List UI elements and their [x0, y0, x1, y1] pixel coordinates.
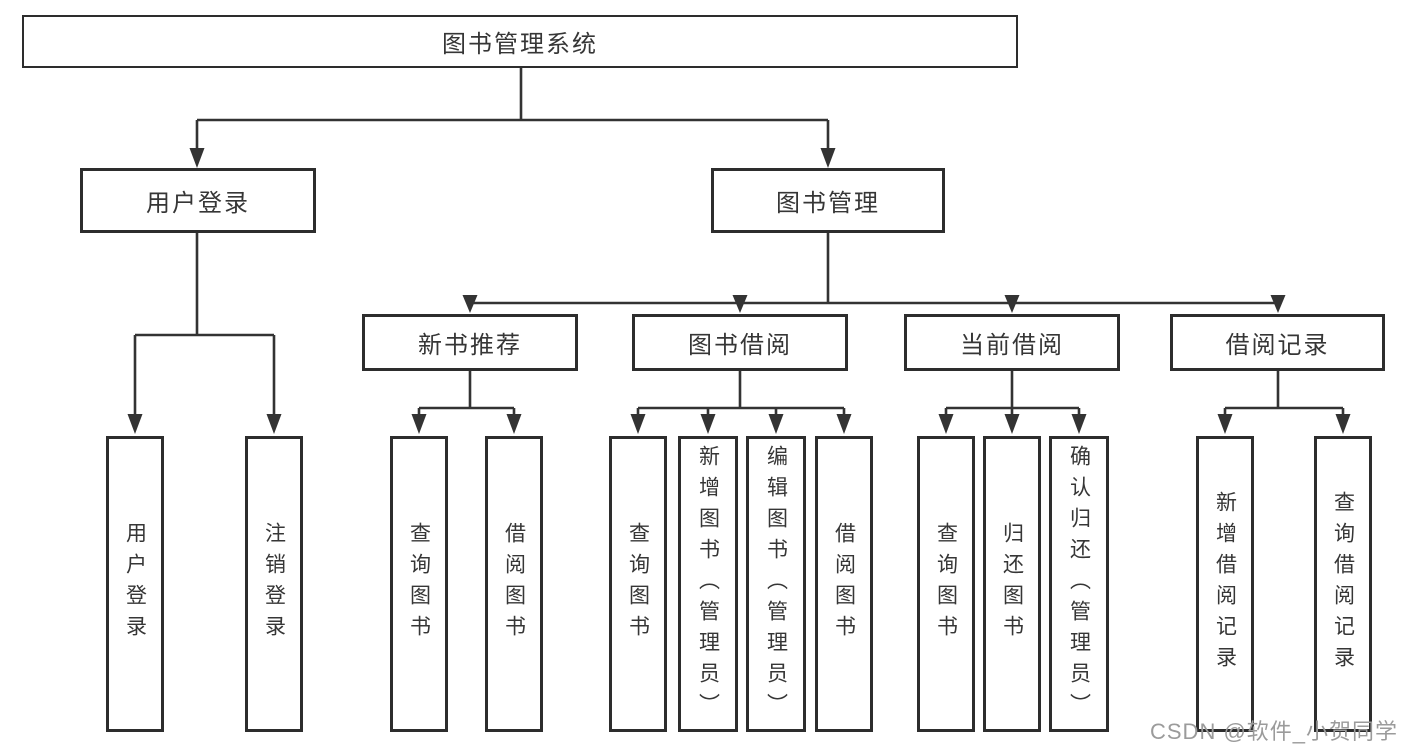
arrow-down-icon	[411, 414, 427, 434]
leaf-user-login: 用户登录	[106, 436, 164, 732]
arrow-down-icon	[266, 414, 282, 434]
node-library-management-system: 图书管理系统	[22, 15, 1018, 68]
leaf-return-books: 归还图书	[983, 436, 1041, 732]
watermark: CSDN @软件_小贺同学	[1150, 719, 1399, 744]
connector-root-to-level2	[195, 68, 830, 150]
node-label: 归还图书	[1000, 522, 1024, 646]
leaf-borrow-query-books: 查询图书	[609, 436, 667, 732]
arrow-down-icon	[1335, 414, 1351, 434]
arrow-down-icon	[1004, 414, 1020, 434]
node-label: 编辑图书（管理员）	[764, 444, 788, 724]
arrow-down-icon	[820, 148, 836, 168]
node-label: 注销登录	[262, 522, 286, 646]
arrow-down-icon	[127, 414, 143, 434]
leaf-borrow-books: 借阅图书	[815, 436, 873, 732]
node-current-borrow: 当前借阅	[904, 314, 1120, 371]
connector-book-management-branch	[470, 233, 1278, 305]
node-label: 当前借阅	[960, 332, 1064, 359]
arrow-down-icon	[768, 414, 784, 434]
connector-recommend-branch	[417, 371, 516, 416]
node-label: 新书推荐	[418, 332, 522, 359]
node-label: 用户登录	[123, 522, 147, 646]
leaf-recommend-borrow-books: 借阅图书	[485, 436, 543, 732]
arrow-down-icon	[1217, 414, 1233, 434]
arrow-down-icon	[506, 414, 522, 434]
arrow-down-icon	[836, 414, 852, 434]
connector-borrow-branch	[636, 371, 846, 416]
node-label: 借阅图书	[502, 522, 526, 646]
arrow-down-icon	[732, 295, 748, 313]
connector-user-login-branch	[133, 233, 276, 416]
leaf-confirm-return-admin: 确认归还（管理员）	[1049, 436, 1109, 732]
node-label: 新增借阅记录	[1213, 491, 1237, 677]
node-borrow-record: 借阅记录	[1170, 314, 1385, 371]
node-label: 图书管理	[776, 190, 880, 217]
leaf-add-borrow-record: 新增借阅记录	[1196, 436, 1254, 732]
node-label: 借阅图书	[832, 522, 856, 646]
node-label: 借阅记录	[1225, 332, 1330, 359]
arrow-down-icon	[938, 414, 954, 434]
node-book-borrow: 图书借阅	[632, 314, 848, 371]
arrow-down-icon	[189, 148, 205, 168]
leaf-edit-books-admin: 编辑图书（管理员）	[746, 436, 806, 732]
node-label: 查询图书	[407, 522, 431, 646]
leaf-recommend-query-books: 查询图书	[390, 436, 448, 732]
node-label: 图书借阅	[688, 332, 792, 359]
leaf-logout: 注销登录	[245, 436, 303, 732]
leaf-add-books-admin: 新增图书（管理员）	[678, 436, 738, 732]
arrow-down-icon	[1270, 295, 1286, 313]
node-label: 新增图书（管理员）	[696, 444, 720, 724]
leaf-query-borrow-record: 查询借阅记录	[1314, 436, 1372, 732]
arrow-down-icon	[1004, 295, 1020, 313]
arrow-down-icon	[630, 414, 646, 434]
node-label: 查询借阅记录	[1331, 491, 1355, 677]
arrow-down-icon	[462, 295, 478, 313]
node-label: 查询图书	[626, 522, 650, 646]
connector-record-branch	[1223, 371, 1345, 416]
node-label: 确认归还（管理员）	[1067, 444, 1091, 724]
connector-current-branch	[944, 371, 1081, 416]
node-user-login: 用户登录	[80, 168, 316, 233]
arrow-down-icon	[1071, 414, 1087, 434]
node-label: 用户登录	[146, 190, 250, 217]
node-new-book-recommend: 新书推荐	[362, 314, 578, 371]
node-book-management: 图书管理	[711, 168, 945, 233]
arrow-down-icon	[700, 414, 716, 434]
node-label: 查询图书	[934, 522, 958, 646]
node-label: 图书管理系统	[442, 31, 598, 58]
connector-lines	[133, 68, 1345, 416]
arrowheads	[127, 148, 1351, 434]
leaf-current-query-books: 查询图书	[917, 436, 975, 732]
